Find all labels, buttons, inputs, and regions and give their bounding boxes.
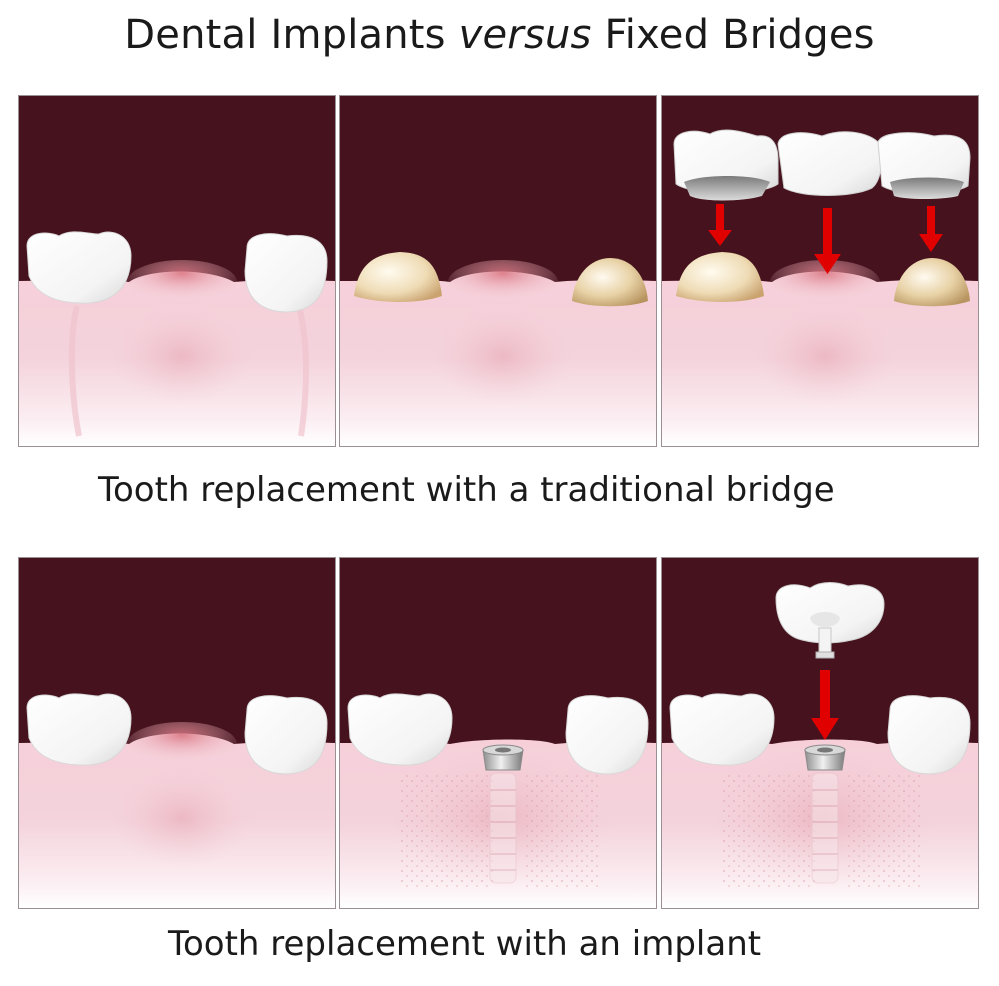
title-part2: Fixed Bridges bbox=[591, 12, 875, 58]
gum-blush bbox=[112, 306, 252, 406]
implant-post bbox=[811, 772, 839, 884]
panel-implant-step-3 bbox=[661, 557, 979, 909]
gum-gap-socket bbox=[770, 260, 880, 304]
gum-gap-socket bbox=[448, 260, 558, 304]
prepared-tooth-right bbox=[572, 258, 648, 307]
tooth-right bbox=[565, 695, 649, 775]
panel-bridge-step-1 bbox=[18, 95, 336, 447]
tooth-left bbox=[669, 693, 775, 766]
implant-abutment bbox=[804, 744, 846, 771]
tooth-left bbox=[26, 693, 132, 766]
bridge-three-unit bbox=[673, 129, 971, 201]
tooth-left bbox=[26, 231, 132, 304]
prepared-tooth-left bbox=[676, 252, 764, 302]
bone-texture-left bbox=[400, 773, 495, 888]
title-part1: Dental Implants bbox=[124, 12, 459, 58]
prepared-tooth-left bbox=[354, 252, 442, 302]
panel-bridge-step-3 bbox=[661, 95, 979, 447]
title-italic-word: versus bbox=[458, 12, 592, 58]
panel-bridge-step-2 bbox=[339, 95, 657, 447]
arrow-left bbox=[708, 204, 732, 246]
bone-texture-right bbox=[525, 773, 600, 888]
panel-implant-step-2 bbox=[339, 557, 657, 909]
gum-gap-socket bbox=[127, 722, 237, 766]
tooth-right bbox=[244, 695, 328, 775]
caption-implant: Tooth replacement with an implant bbox=[168, 924, 762, 964]
arrow-middle bbox=[814, 208, 841, 274]
panel-implant-step-1 bbox=[18, 557, 336, 909]
tooth-right bbox=[244, 233, 328, 313]
arrow-right bbox=[919, 206, 943, 252]
implant-post bbox=[489, 772, 517, 884]
bone-texture-right bbox=[847, 773, 922, 888]
gum-gap-socket bbox=[127, 260, 237, 304]
page-title: Dental Implants versus Fixed Bridges bbox=[0, 12, 999, 58]
arrow-down bbox=[811, 670, 839, 740]
bone-texture-left bbox=[722, 773, 817, 888]
tooth-left bbox=[347, 693, 453, 766]
implant-abutment bbox=[482, 744, 524, 771]
prepared-tooth-right bbox=[894, 258, 970, 307]
implant-crown bbox=[775, 582, 885, 659]
caption-bridge: Tooth replacement with a traditional bri… bbox=[98, 470, 835, 510]
tooth-right bbox=[887, 695, 971, 775]
